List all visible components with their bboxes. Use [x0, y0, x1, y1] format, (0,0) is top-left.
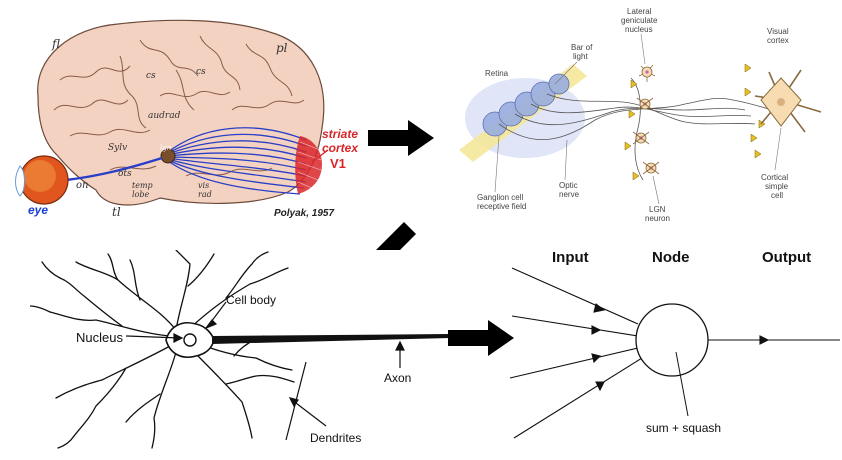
label-rad: rad: [198, 190, 212, 199]
eye-icon: [15, 155, 69, 205]
visual-pathway-panel: Retina Bar of light Lateral geniculate n…: [455, 0, 842, 232]
label-cortex-2: cortex: [767, 36, 789, 45]
v1-hatching: [297, 141, 322, 189]
label-lgn-1: Lateral: [627, 7, 652, 16]
neuron-panel: Nucleus Cell body Axon Dendrites: [30, 250, 450, 450]
label-fl: fl: [51, 37, 60, 51]
label-cs: cs: [146, 71, 156, 81]
output-edge: [708, 335, 840, 345]
arrow-right-icon: [448, 318, 518, 358]
label-lobe: lobe: [132, 190, 149, 199]
axon: [212, 334, 450, 344]
header-output: Output: [762, 249, 811, 266]
label-simple-3: cell: [771, 191, 783, 200]
brain-gyri: [53, 35, 305, 177]
label-v1: V1: [330, 156, 346, 171]
label-ots: ots: [118, 169, 132, 179]
leader-lines: [494, 33, 782, 205]
lgn-neurons: [635, 64, 657, 174]
optic-radiation-fibers: [167, 127, 307, 195]
node-circle: [635, 303, 709, 377]
node-model-drawing: Input Node Output sum + squash: [509, 249, 840, 439]
synapse-markers: [624, 63, 766, 181]
dendrites: [30, 250, 295, 449]
label-optic-1: Optic: [559, 181, 578, 190]
nucleus: [183, 333, 197, 347]
label-sylv: Sylv: [108, 143, 127, 153]
arrow-right-icon: [368, 118, 438, 158]
label-axon: Axon: [384, 371, 411, 385]
header-node: Node: [652, 249, 690, 266]
label-ganglion-1: Ganglion cell: [477, 193, 523, 202]
label-nucleus: Nucleus: [76, 330, 123, 345]
brain-illustration-panel: fl pl tl on Sylv cs cs lgn audrad ots te…: [0, 0, 368, 232]
label-sum-squash: sum + squash: [646, 421, 721, 435]
label-simple-2: simple: [765, 182, 789, 191]
label-striate: striate: [322, 127, 358, 141]
nerve-fibers: [498, 77, 786, 181]
v1-pointer: [311, 149, 329, 163]
label-lgn: lgn: [160, 144, 172, 152]
label-ganglion-2: receptive field: [477, 202, 526, 211]
label-lgnneuron-1: LGN: [649, 205, 666, 214]
receptive-fields: [482, 73, 570, 137]
v1-region: [295, 136, 322, 194]
lgn-node: [160, 148, 176, 164]
label-bar-1: Bar of: [571, 43, 593, 52]
label-on: on: [76, 180, 88, 191]
label-audrad: audrad: [148, 111, 181, 121]
sum-pointer: [675, 351, 689, 417]
label-dendrites: Dendrites: [310, 431, 361, 445]
label-eye: eye: [28, 203, 48, 217]
label-optic-2: nerve: [559, 190, 580, 199]
label-lgn-2: geniculate: [621, 16, 658, 25]
label-citation: Polyak, 1957: [274, 208, 334, 219]
cortical-simple-cell: [754, 69, 822, 133]
neuron-drawing: Nucleus Cell body Axon Dendrites: [30, 250, 450, 450]
label-cell-body: Cell body: [226, 293, 276, 307]
input-edges: [509, 267, 643, 439]
node-model-panel: Input Node Output sum + squash: [500, 240, 842, 460]
label-temp: temp: [132, 181, 153, 190]
pointers: [125, 301, 405, 441]
visual-pathway-drawing: Retina Bar of light Lateral geniculate n…: [459, 7, 822, 223]
lgn-nuclei: [639, 70, 653, 170]
label-tl: tl: [112, 205, 121, 219]
label-bar-2: light: [573, 52, 588, 61]
label-cortex-1: Visual: [767, 27, 789, 36]
label-cortex: cortex: [322, 141, 359, 155]
label-simple-1: Cortical: [761, 173, 788, 182]
label-lgn-3: nucleus: [625, 25, 653, 34]
brain-drawing: fl pl tl on Sylv cs cs lgn audrad ots te…: [15, 19, 359, 219]
label-cs2: cs: [196, 67, 206, 77]
lgn-dendrites: [632, 97, 660, 175]
label-retina: Retina: [485, 69, 509, 78]
label-lgnneuron-2: neuron: [645, 214, 670, 223]
optic-nerve: [65, 156, 163, 182]
header-input: Input: [552, 249, 589, 266]
label-vis: vis: [198, 181, 209, 190]
label-pl: pl: [276, 41, 288, 55]
